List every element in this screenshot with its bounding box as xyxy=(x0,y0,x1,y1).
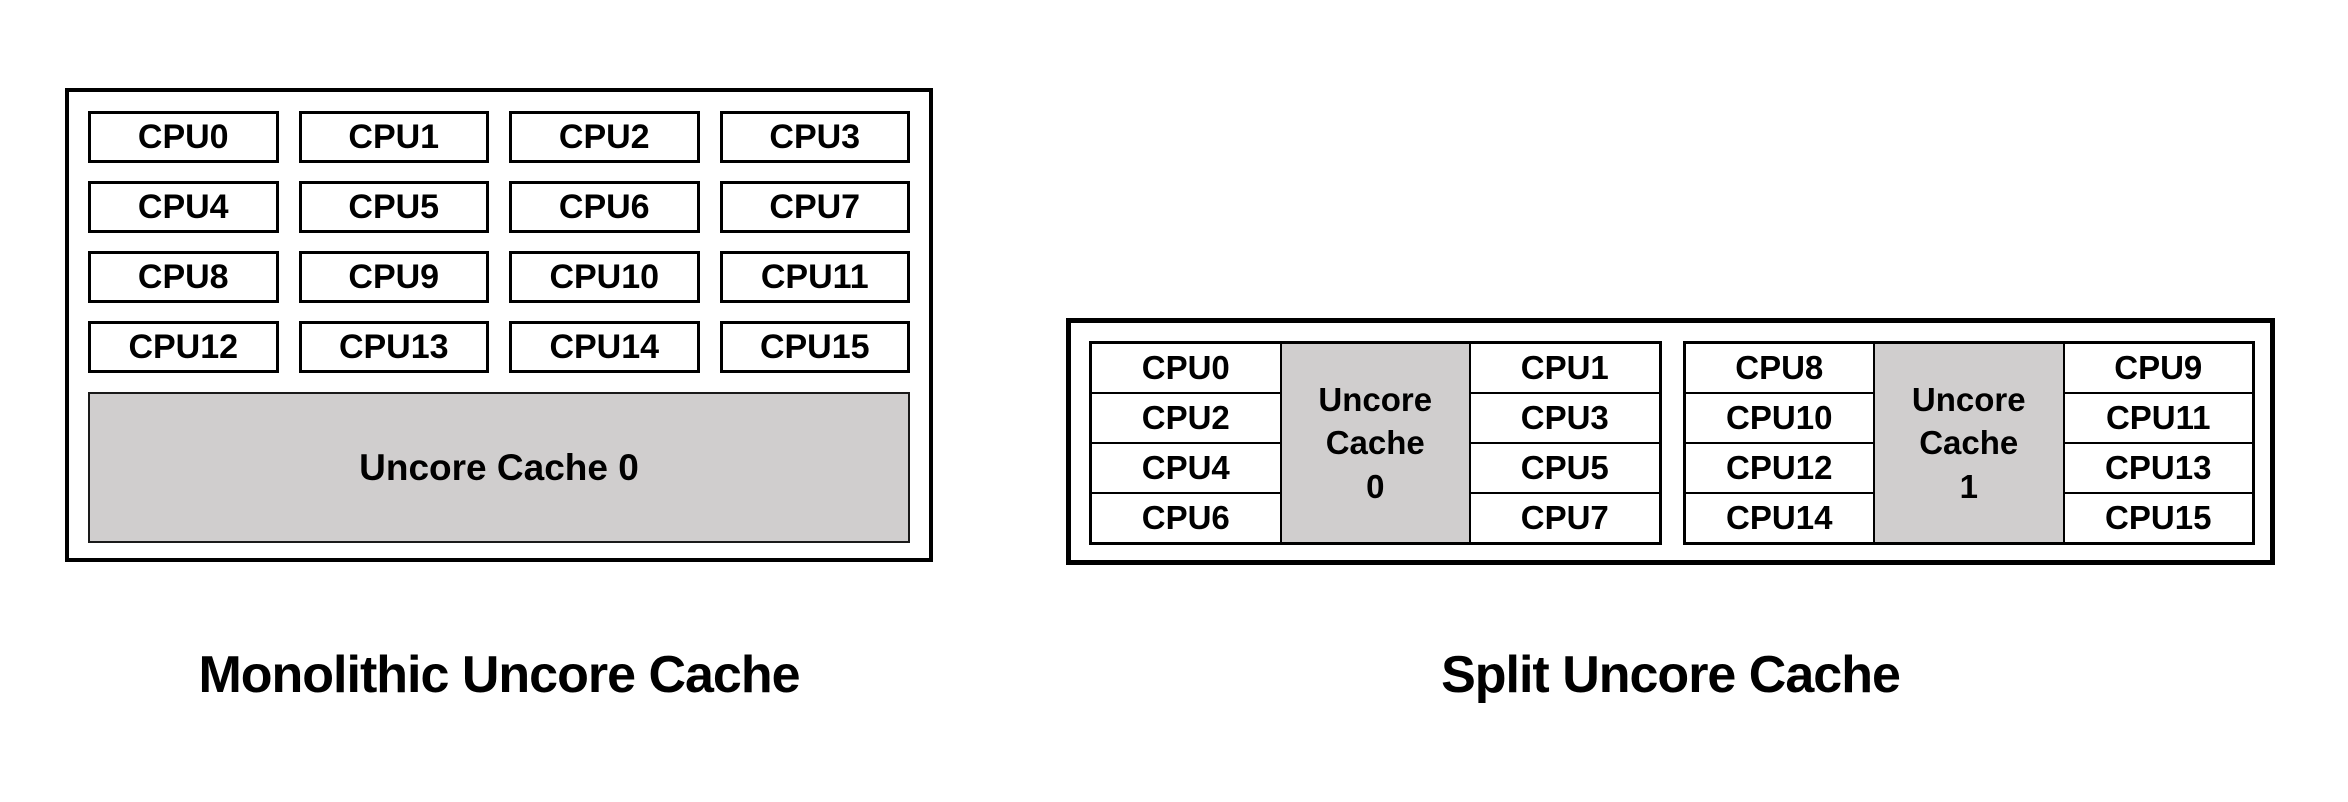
cpu-box: CPU9 xyxy=(298,251,489,303)
cpu-box: CPU0 xyxy=(88,111,279,163)
uncore-cache-line: Cache xyxy=(1325,424,1425,462)
cpu-box: CPU8 xyxy=(1685,344,1873,394)
cpu-box: CPU13 xyxy=(298,321,489,373)
cpu-box: CPU3 xyxy=(719,111,910,163)
uncore-cache-line: Uncore xyxy=(1911,380,2026,418)
split-caption: Split Uncore Cache xyxy=(1441,646,1901,704)
monolithic-cpu-grid: CPU0 CPU1 CPU2 CPU3 CPU4 CPU5 CPU6 CPU7 … xyxy=(88,111,910,373)
cpu-box: CPU6 xyxy=(1141,499,1230,536)
cpu-box: CPU10 xyxy=(509,251,700,303)
cpu-box: CPU14 xyxy=(1726,499,1833,536)
cpu-box: CPU1 xyxy=(298,111,489,163)
monolithic-diagram: CPU0 CPU1 CPU2 CPU3 CPU4 CPU5 CPU6 CPU7 … xyxy=(65,88,933,562)
cpu-cluster: CPU8 CPU10 CPU12 CPU14 Uncore Cache 1 CP… xyxy=(1682,341,2255,545)
split-diagram: CPU0 CPU2 CPU4 CPU6 Uncore Cache 0 CPU1 … xyxy=(1066,318,2275,565)
cpu-box: CPU11 xyxy=(719,251,910,303)
cpu-box: CPU12 xyxy=(88,321,279,373)
cpu-box: CPU2 xyxy=(1092,394,1280,444)
cpu-box: CPU0 xyxy=(1092,344,1280,394)
cpu-box: CPU15 xyxy=(2105,499,2212,536)
cpu-box: CPU4 xyxy=(88,181,279,233)
cpu-box: CPU2 xyxy=(509,111,700,163)
cluster-left-column: CPU0 CPU2 CPU4 CPU6 xyxy=(1092,344,1280,542)
cpu-box: CPU1 xyxy=(1471,344,1659,394)
cpu-box: CPU12 xyxy=(1685,444,1873,494)
cpu-box: CPU3 xyxy=(1471,394,1659,444)
cpu-cluster: CPU0 CPU2 CPU4 CPU6 Uncore Cache 0 CPU1 … xyxy=(1089,341,1662,545)
cpu-box: CPU15 xyxy=(719,321,910,373)
cpu-box: CPU10 xyxy=(1685,394,1873,444)
uncore-cache-line: Cache xyxy=(1919,424,2019,462)
cluster-right-column: CPU1 CPU3 CPU5 CPU7 xyxy=(1471,344,1659,542)
uncore-cache-box: Uncore Cache 0 xyxy=(88,392,910,543)
cpu-box: CPU11 xyxy=(2064,394,2252,444)
cpu-box: CPU7 xyxy=(719,181,910,233)
cpu-box: CPU4 xyxy=(1092,444,1280,494)
cluster-left-column: CPU8 CPU10 CPU12 CPU14 xyxy=(1685,344,1873,542)
uncore-cache-box: Uncore Cache 0 xyxy=(1279,344,1471,542)
uncore-cache-line: 0 xyxy=(1366,467,1385,505)
cpu-box: CPU13 xyxy=(2064,444,2252,494)
uncore-cache-box: Uncore Cache 1 xyxy=(1873,344,2065,542)
monolithic-caption: Monolithic Uncore Cache xyxy=(198,646,800,704)
uncore-cache-line: 1 xyxy=(1959,467,1978,505)
cluster-right-column: CPU9 CPU11 CPU13 CPU15 xyxy=(2064,344,2252,542)
uncore-cache-line: Uncore xyxy=(1318,380,1433,418)
cpu-box: CPU5 xyxy=(298,181,489,233)
cpu-box: CPU9 xyxy=(2064,344,2252,394)
cpu-box: CPU6 xyxy=(509,181,700,233)
cpu-box: CPU7 xyxy=(1520,499,1609,536)
cpu-box: CPU8 xyxy=(88,251,279,303)
cpu-box: CPU5 xyxy=(1471,444,1659,494)
cpu-box: CPU14 xyxy=(509,321,700,373)
